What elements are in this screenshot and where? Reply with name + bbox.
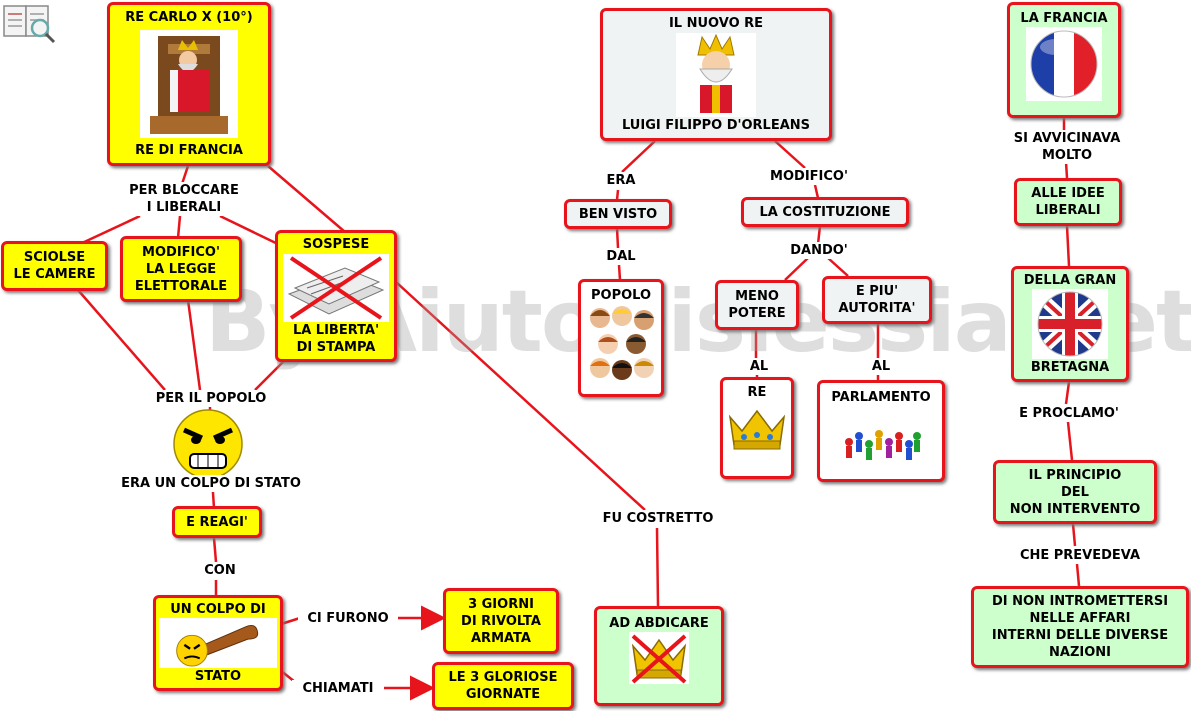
label-e-proclamo: E PROCLAMO' [1006, 405, 1132, 422]
node-ben-visto: BEN VISTO [564, 199, 672, 229]
node-modifico-legge: MODIFICO' LA LEGGE ELETTORALE [120, 236, 242, 302]
node-colpo-subtitle: STATO [194, 669, 242, 684]
label-con: CON [198, 562, 242, 579]
angry-face-icon [173, 409, 243, 479]
node-nuovo-re-title: IL NUOVO RE [668, 16, 764, 31]
node-re-carlo: RE CARLO X (10°) RE DI FRANCIA [107, 2, 271, 166]
crossed-newspaper-icon [283, 253, 389, 322]
node-parlamento-title: PARLAMENTO [831, 390, 931, 405]
label-al-parlamento: AL [862, 358, 900, 375]
node-colpo-di-stato: UN COLPO DI STATO [153, 595, 283, 691]
label-che-prevedeva: CHE PREVEDEVA [1008, 547, 1152, 564]
node-la-francia: LA FRANCIA [1007, 2, 1121, 118]
node-nuovo-re-subtitle: LUIGI FILIPPO D'ORLEANS [621, 118, 811, 133]
node-non-intromettersi: DI NON INTROMETTERSI NELLE AFFARI INTERN… [971, 586, 1189, 668]
node-tre-gloriose-giornate: LE 3 GLORIOSE GIORNATE [432, 662, 574, 710]
uk-flag-icon [1032, 289, 1108, 359]
label-dal: DAL [598, 248, 644, 265]
label-era-colpo-di-stato: ERA UN COLPO DI STATO [106, 475, 316, 492]
label-fu-costretto: FU COSTRETTO [592, 510, 724, 527]
node-colpo-title: UN COLPO DI [170, 602, 266, 617]
node-sospese-title: SOSPESE [302, 237, 370, 252]
node-piu-autorita: E PIU' AUTORITA' [822, 276, 932, 324]
label-si-avvicinava: SI AVVICINAVA MOLTO [996, 130, 1138, 164]
node-gran-bretagna: DELLA GRAN BRETAGNA [1011, 266, 1129, 382]
label-modifico: MODIFICO' [756, 168, 862, 185]
node-gran-bretagna-subtitle: BRETAGNA [1030, 360, 1110, 375]
crown-icon [726, 401, 788, 453]
node-re-carlo-subtitle: RE DI FRANCIA [135, 143, 243, 158]
king-on-throne-icon [140, 30, 238, 138]
label-chiamati: CHIAMATI [292, 680, 384, 697]
node-re: RE [720, 377, 794, 479]
crossed-crown-icon [629, 632, 689, 684]
label-ci-furono: CI FURONO [298, 610, 398, 627]
parliament-people-icon [839, 406, 923, 462]
node-sciolse-camere: SCIOLSE LE CAMERE [1, 241, 108, 291]
node-nuovo-re: IL NUOVO RE LUIGI FILIPPO D'ORLEANS [600, 8, 832, 141]
node-alle-idee-liberali: ALLE IDEE LIBERALI [1014, 178, 1122, 226]
node-popolo: POPOLO [578, 279, 664, 397]
node-gran-bretagna-title: DELLA GRAN [1023, 273, 1117, 288]
book-logo-icon [3, 5, 56, 44]
node-meno-potere: MENO POTERE [715, 280, 799, 330]
node-principio-non-intervento: IL PRINCIPIO DEL NON INTERVENTO [993, 460, 1157, 524]
node-re-carlo-title: RE CARLO X (10°) [125, 10, 253, 25]
node-tre-giorni: 3 GIORNI DI RIVOLTA ARMATA [443, 588, 559, 654]
label-al-re: AL [740, 358, 778, 375]
node-e-reagi: E REAGI' [172, 506, 262, 538]
node-re-title: RE [747, 385, 767, 400]
node-ad-abdicare: AD ABDICARE [594, 606, 724, 706]
people-faces-icon [586, 304, 656, 384]
node-la-francia-title: LA FRANCIA [1020, 11, 1108, 26]
label-dando: DANDO' [780, 242, 858, 259]
node-popolo-title: POPOLO [590, 288, 652, 303]
node-ad-abdicare-title: AD ABDICARE [609, 616, 709, 631]
node-sospese-subtitle: LA LIBERTA' DI STAMPA [292, 323, 380, 355]
label-era: ERA [598, 172, 644, 189]
king-icon [676, 32, 756, 117]
node-la-costituzione: LA COSTITUZIONE [741, 197, 909, 227]
label-per-il-popolo: PER IL POPOLO [144, 390, 278, 407]
club-emoji-icon [159, 618, 277, 668]
node-sospese-liberta: SOSPESE LA LIBERTA' DI STAMPA [275, 230, 397, 362]
france-flag-icon [1026, 27, 1102, 101]
label-per-bloccare: PER BLOCCARE I LIBERALI [120, 182, 248, 216]
node-parlamento: PARLAMENTO [817, 380, 945, 482]
